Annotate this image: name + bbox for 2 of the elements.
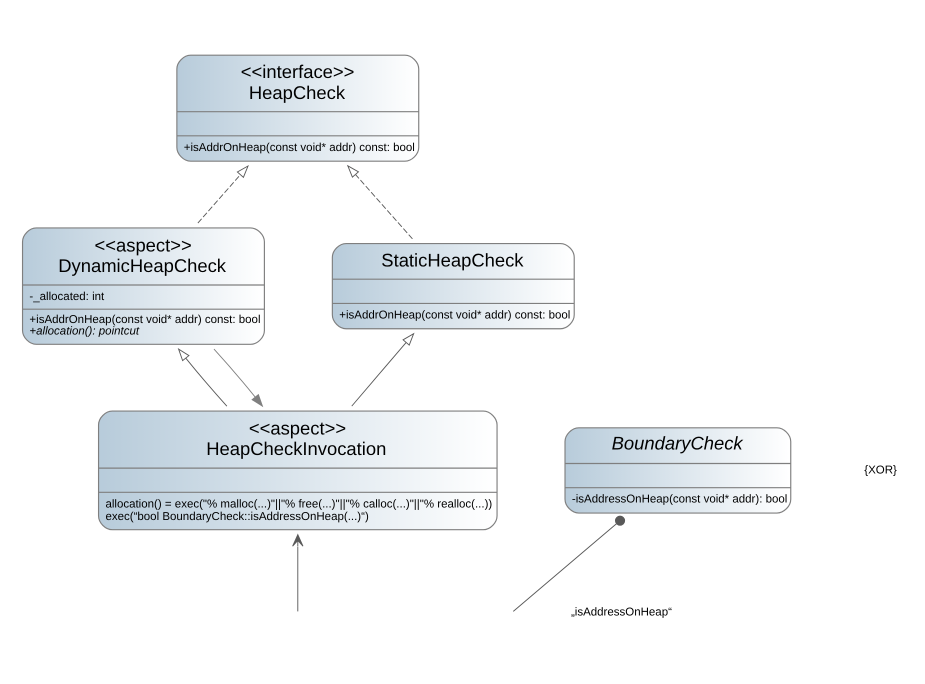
label: „isAddressOnHeap“ bbox=[570, 606, 672, 619]
label: {XOR} bbox=[864, 464, 897, 476]
